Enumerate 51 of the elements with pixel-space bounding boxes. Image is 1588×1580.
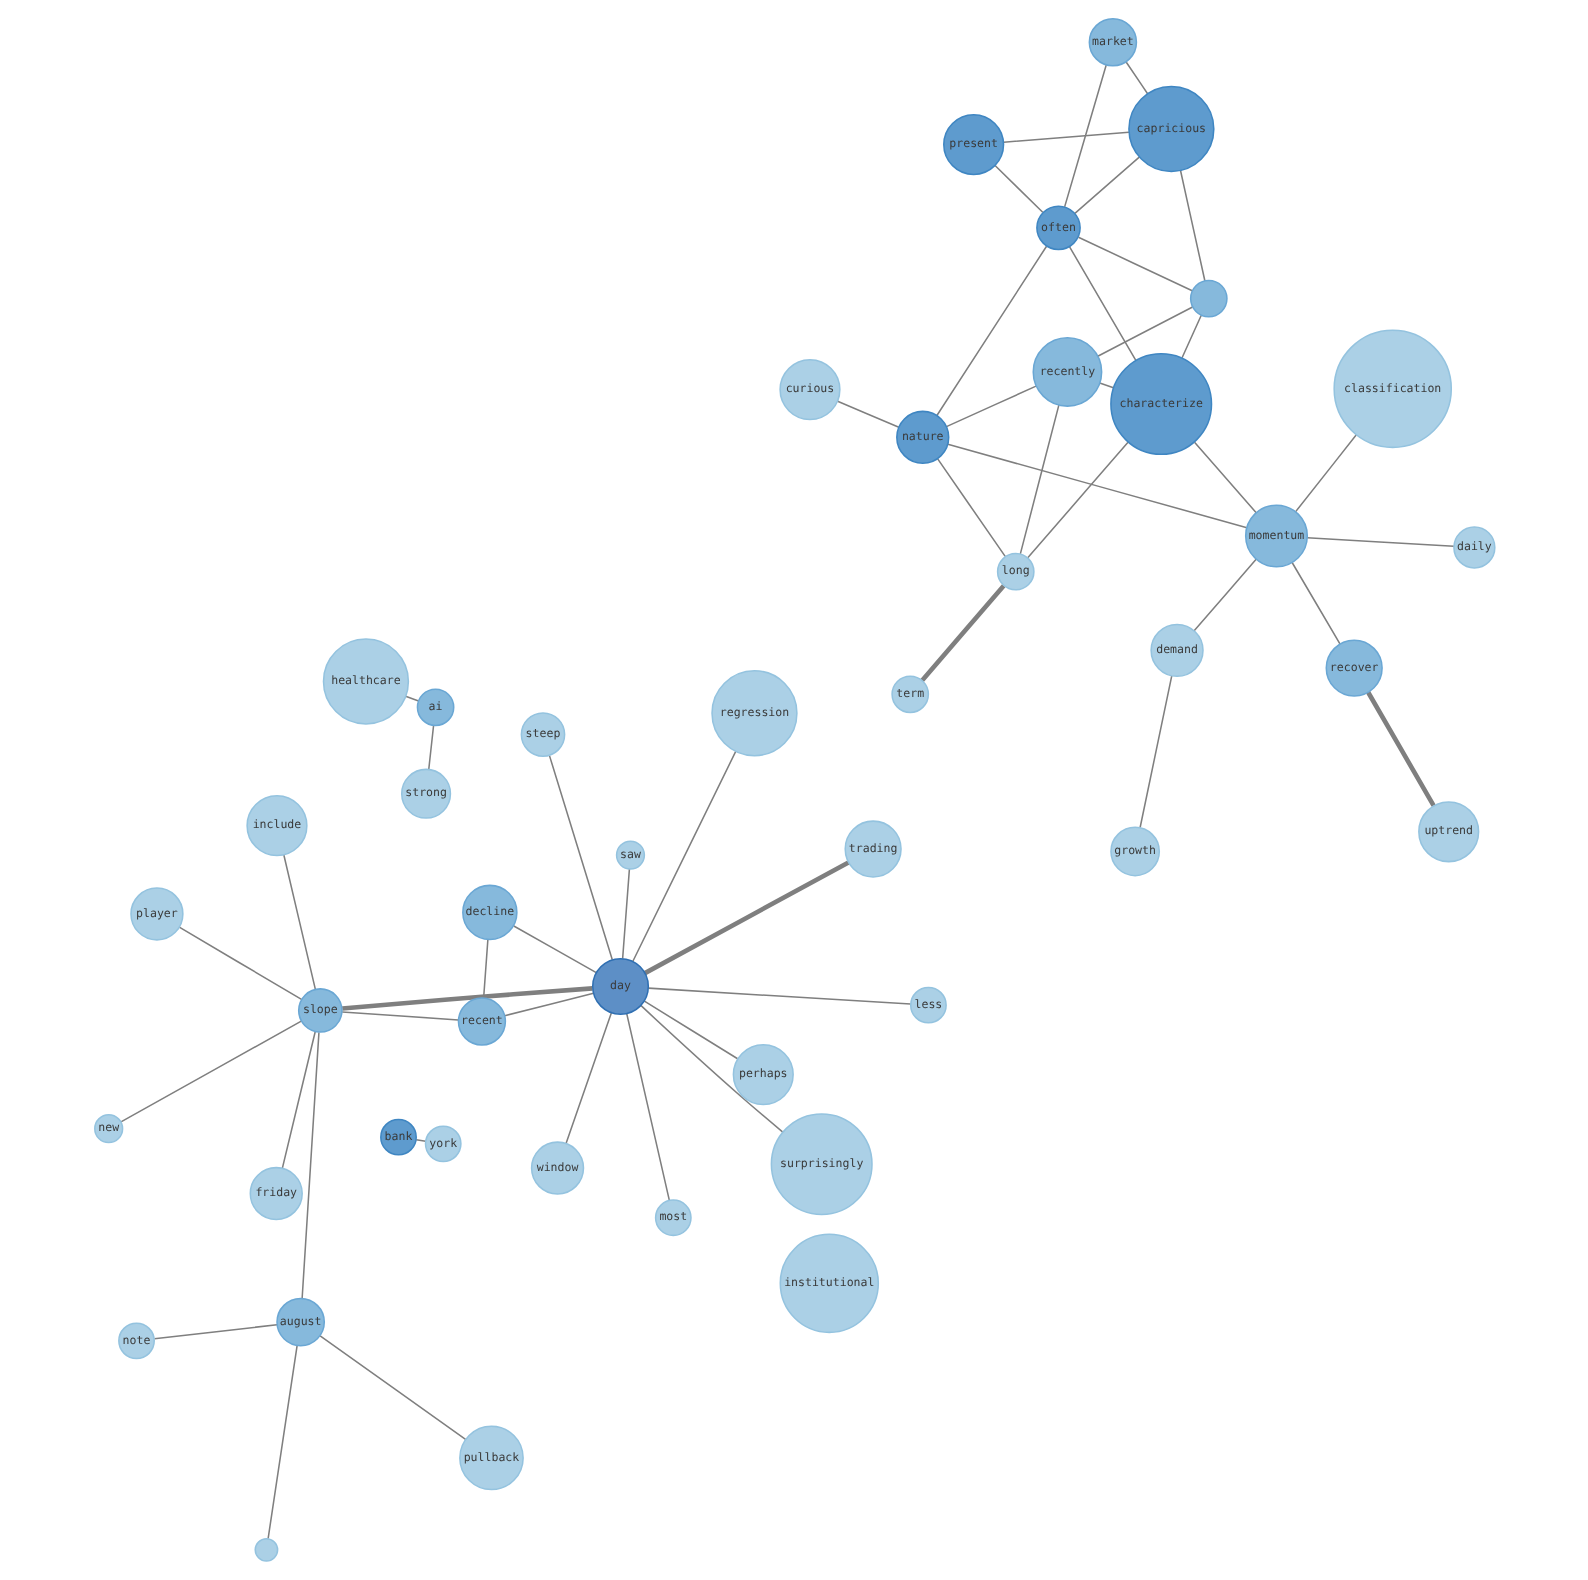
connector (1138, 675, 1172, 829)
connector (1178, 169, 1205, 282)
node-circle (253, 1537, 278, 1562)
connector (935, 245, 1047, 417)
connector (1076, 236, 1192, 292)
connector (481, 938, 488, 999)
connector (152, 1324, 277, 1340)
connector (993, 164, 1043, 214)
connector (403, 695, 419, 702)
connector (946, 443, 1247, 529)
connector (624, 1012, 670, 1201)
connector (1305, 536, 1454, 548)
connector (639, 1004, 783, 1133)
connector (642, 1000, 738, 1060)
connector (1124, 61, 1148, 95)
connector (564, 1012, 612, 1145)
connector (280, 1030, 315, 1169)
connector (646, 987, 911, 1005)
connector (1018, 404, 1059, 555)
connector (1062, 64, 1106, 208)
connector (1096, 306, 1193, 357)
connector (835, 400, 899, 428)
connector (503, 992, 594, 1017)
connector (119, 1020, 302, 1123)
connector (631, 750, 736, 963)
connector (177, 926, 302, 1001)
connector (1192, 558, 1257, 632)
connector (1365, 691, 1435, 807)
connector (1026, 441, 1128, 559)
connector (282, 854, 316, 990)
connector (318, 1335, 466, 1441)
connector (340, 1011, 459, 1021)
node-circle (1188, 279, 1227, 318)
connector (1073, 156, 1140, 215)
connector (547, 754, 613, 961)
connector (427, 724, 434, 770)
connector (944, 385, 1036, 428)
connector (1067, 246, 1136, 361)
connector (620, 868, 630, 960)
connector (642, 860, 849, 976)
connector (935, 458, 1005, 558)
connector (1293, 434, 1357, 513)
connector (300, 1031, 319, 1299)
connector (1180, 314, 1202, 359)
connector (512, 925, 597, 974)
connector (1290, 561, 1340, 645)
connector (1001, 131, 1129, 143)
connector (266, 1344, 297, 1540)
connector (919, 584, 1005, 682)
connector (1192, 441, 1256, 514)
connector (341, 986, 592, 1011)
